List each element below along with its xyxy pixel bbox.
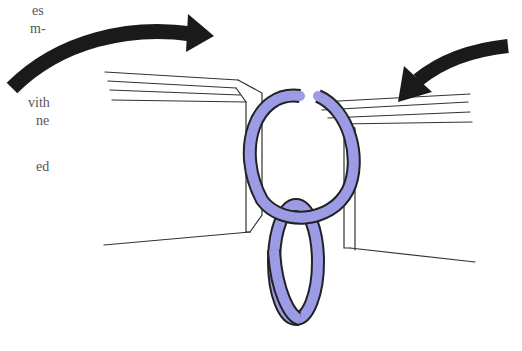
cropped-text: m- (30, 22, 46, 36)
cropped-text: ed (36, 160, 49, 174)
cropped-text: es (32, 4, 44, 18)
cropped-text: ne (36, 114, 49, 128)
cropped-text: vith (28, 96, 50, 110)
